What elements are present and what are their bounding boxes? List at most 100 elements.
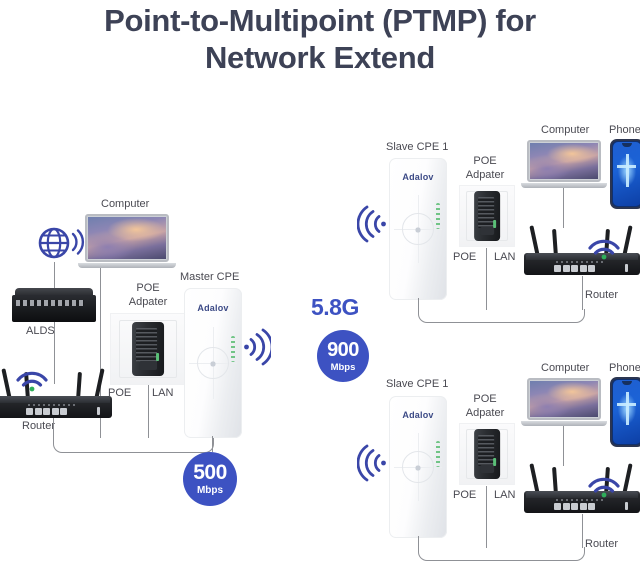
band-label: 5.8G (311, 294, 359, 320)
slave-bottom-cpe-led-strip (436, 441, 440, 468)
slave-bottom-poe-adapter (459, 423, 515, 485)
slave-top-poe-port-label: POE (453, 251, 477, 263)
left-router-label: Router (22, 420, 56, 432)
page-title-line-2: Network Extend (204, 40, 436, 75)
wire-left-router-down (53, 418, 54, 439)
left-computer-wallpaper (88, 217, 166, 259)
slave-bottom-phone-cross-h (617, 403, 636, 407)
master-cpe-label: Master CPE (180, 271, 240, 283)
slave-top-poe-port-pad (479, 226, 495, 235)
wire-slave-bottom-router-down (582, 514, 583, 548)
slave-top-cpe-brand: Adalov (402, 172, 434, 183)
slave-bottom-router-top (526, 491, 638, 498)
wire-slave-top-poe-down (486, 248, 487, 310)
wire-slave-top-cpe-down (418, 298, 419, 310)
slave-bottom-router-status-leds (556, 499, 603, 501)
left-router-ports (26, 408, 68, 415)
wire-left-bus-b (165, 438, 214, 453)
slave-top-poe-brick (474, 191, 500, 241)
wire-left-poe-down (148, 385, 149, 438)
left-speed-badge-value: 500 (193, 461, 227, 484)
alds-switch-body (12, 295, 96, 322)
wire-master-cpe-down (212, 436, 213, 452)
slave-top-poe-led (493, 219, 497, 228)
slave-top-router-label: Router (585, 289, 619, 301)
slave-top-router-top (526, 253, 638, 260)
left-speed-badge: 500 Mbps (183, 452, 237, 506)
slave-top-phone-cross-v (626, 153, 630, 187)
wifi-arcs-globe-icon (70, 228, 88, 256)
slave-top-router (524, 225, 640, 275)
slave-bottom-router (524, 463, 640, 513)
link-speed-badge-value: 900 (327, 338, 359, 361)
slave-bottom-router-body (524, 491, 640, 513)
left-router-power-port (97, 407, 101, 415)
slave-top-poe-adapter (459, 185, 515, 247)
left-poe-port-label: POE (108, 387, 132, 399)
slave-top-cpe: Adalov (389, 158, 447, 300)
slave-bottom-poe-port-label: POE (453, 489, 477, 501)
slave-top-lan-port-label: LAN (494, 251, 516, 263)
wire-left-bus-a (53, 438, 166, 453)
slave-top-router-body (524, 253, 640, 275)
slave-top-cpe-emblem (402, 213, 434, 245)
slave-top-phone-screen (613, 142, 640, 206)
slave-bottom-cpe-emblem (402, 451, 434, 483)
alds-switch (12, 288, 96, 322)
wire-slave-top-computer-down (563, 188, 564, 228)
wifi-fan-slave-top-router-icon (586, 234, 622, 260)
slave-bottom-computer-wallpaper (530, 381, 598, 417)
slave-top-cpe-led-strip (436, 203, 440, 230)
wire-slave-bottom-bus (418, 547, 585, 561)
slave-bottom-poe-port-pad (479, 464, 495, 473)
slave-bottom-phone-cross-v (626, 391, 630, 425)
slave-bottom-lan-port-label: LAN (494, 489, 516, 501)
left-poe-fins (136, 328, 157, 363)
globe-icon (37, 226, 71, 260)
slave-top-phone-notch (621, 143, 633, 147)
wifi-arcs-slave-bottom-icon (357, 442, 387, 484)
alds-switch-ports (16, 300, 85, 306)
left-computer-screen (85, 214, 169, 262)
slave-bottom-phone (610, 377, 640, 447)
slave-top-router-power-port (625, 264, 629, 272)
wire-left-computer-down (100, 268, 101, 438)
wifi-arcs-master-cpe-icon (243, 327, 271, 367)
slave-bottom-poe-brick (474, 429, 500, 479)
slave-bottom-computer-label: Computer (541, 362, 590, 374)
left-poe-brick (132, 321, 164, 377)
slave-top-poe-label-line-2: Adpater (465, 169, 505, 181)
slave-bottom-router-label: Router (585, 538, 619, 550)
slave-top-router-status-leds (556, 261, 603, 263)
alds-label: ALDS (26, 325, 55, 337)
left-router-top (0, 396, 110, 403)
slave-top-phone-label: Phone (609, 124, 640, 136)
left-computer (78, 214, 176, 268)
link-speed-badge: 900 Mbps (317, 330, 369, 382)
master-cpe-emblem (197, 347, 229, 379)
left-router (0, 368, 112, 418)
master-cpe: Adalov (184, 288, 242, 438)
slave-top-poe-fins (477, 197, 495, 228)
slave-top-computer-base (521, 183, 607, 188)
wire-slave-top-bus (418, 309, 585, 323)
left-speed-badge-unit: Mbps (196, 485, 224, 496)
slave-top-computer (521, 140, 607, 188)
slave-top-phone-cross-h (617, 165, 636, 169)
wire-alds-to-router (54, 322, 55, 384)
wire-slave-top-router-down (582, 276, 583, 310)
left-poe-adapter (110, 313, 186, 385)
left-computer-label: Computer (101, 198, 150, 210)
left-lan-port-label: LAN (152, 387, 174, 399)
left-poe-label-line-1: POE (136, 282, 160, 294)
wifi-arcs-slave-top-icon (357, 203, 387, 245)
slave-bottom-poe-fins (477, 435, 495, 466)
slave-bottom-computer-base (521, 421, 607, 426)
left-poe-port-pad (139, 361, 157, 370)
slave-bottom-router-ports (554, 503, 596, 510)
wire-globe-to-alds (54, 262, 55, 308)
wifi-fan-left-router-icon (14, 366, 50, 392)
slave-bottom-phone-screen (613, 380, 640, 444)
left-poe-led (156, 353, 160, 362)
page-title: Point-to-Multipoint (PTMP) for Network E… (0, 2, 640, 76)
